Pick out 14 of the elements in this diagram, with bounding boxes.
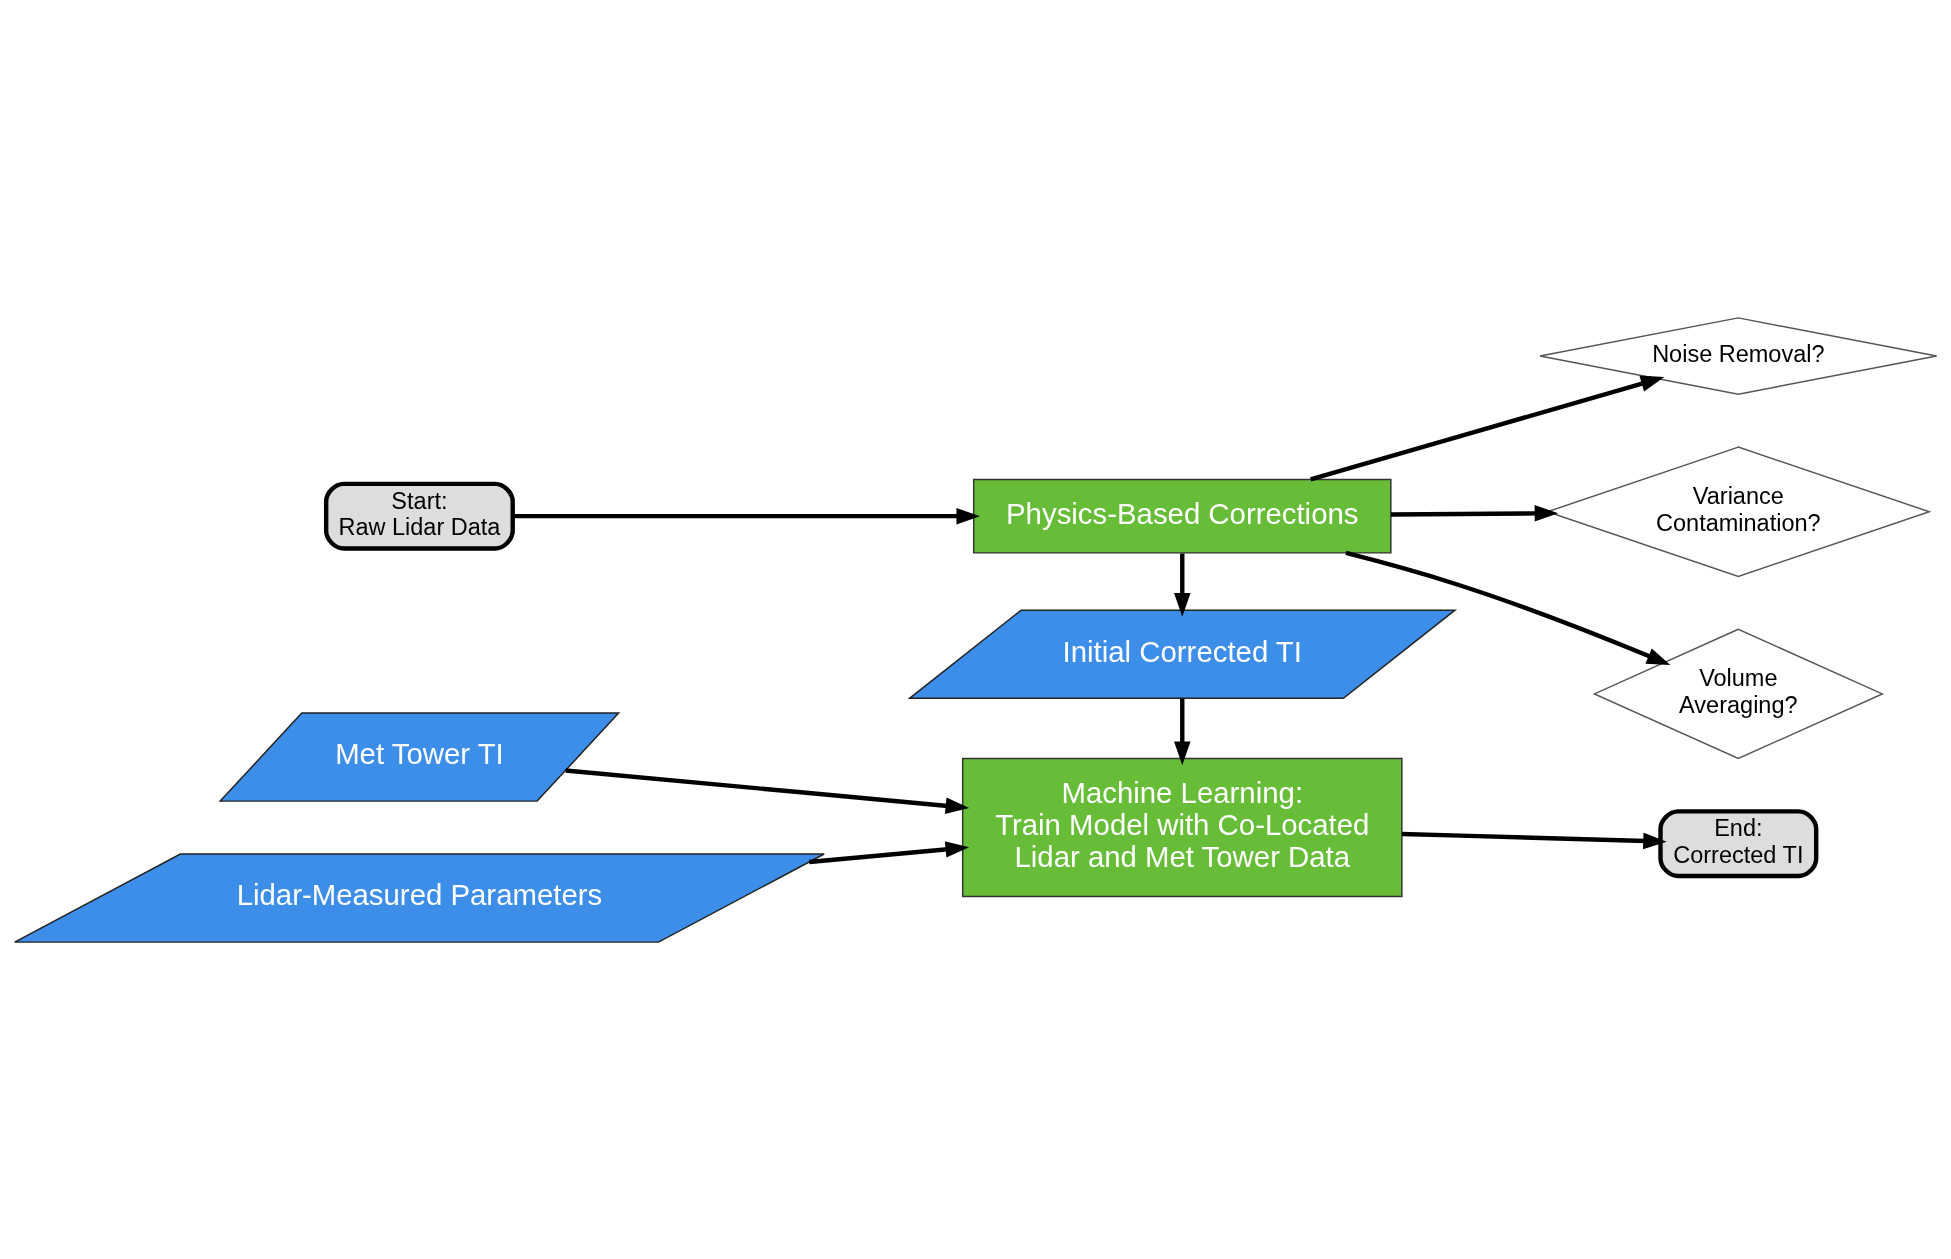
arrow (1401, 831, 1667, 849)
node-box: Machine Learning: Train Model with Co-Located Lidar and Met Tower Data (961, 757, 1403, 897)
arrow (512, 507, 980, 524)
node-box: Start: Raw Lidar Data (323, 481, 515, 551)
arrow (1390, 504, 1559, 522)
arrow (565, 767, 970, 814)
arrow (1174, 698, 1191, 765)
arrow (1174, 553, 1191, 617)
node-diamond: Volume Averaging? (1592, 627, 1885, 759)
node-box: Physics-Based Corrections (972, 478, 1392, 554)
arrow (809, 840, 970, 864)
arrow (1345, 550, 1671, 665)
arrow (1310, 375, 1665, 482)
node-box: End: Corrected TI (1658, 808, 1819, 878)
